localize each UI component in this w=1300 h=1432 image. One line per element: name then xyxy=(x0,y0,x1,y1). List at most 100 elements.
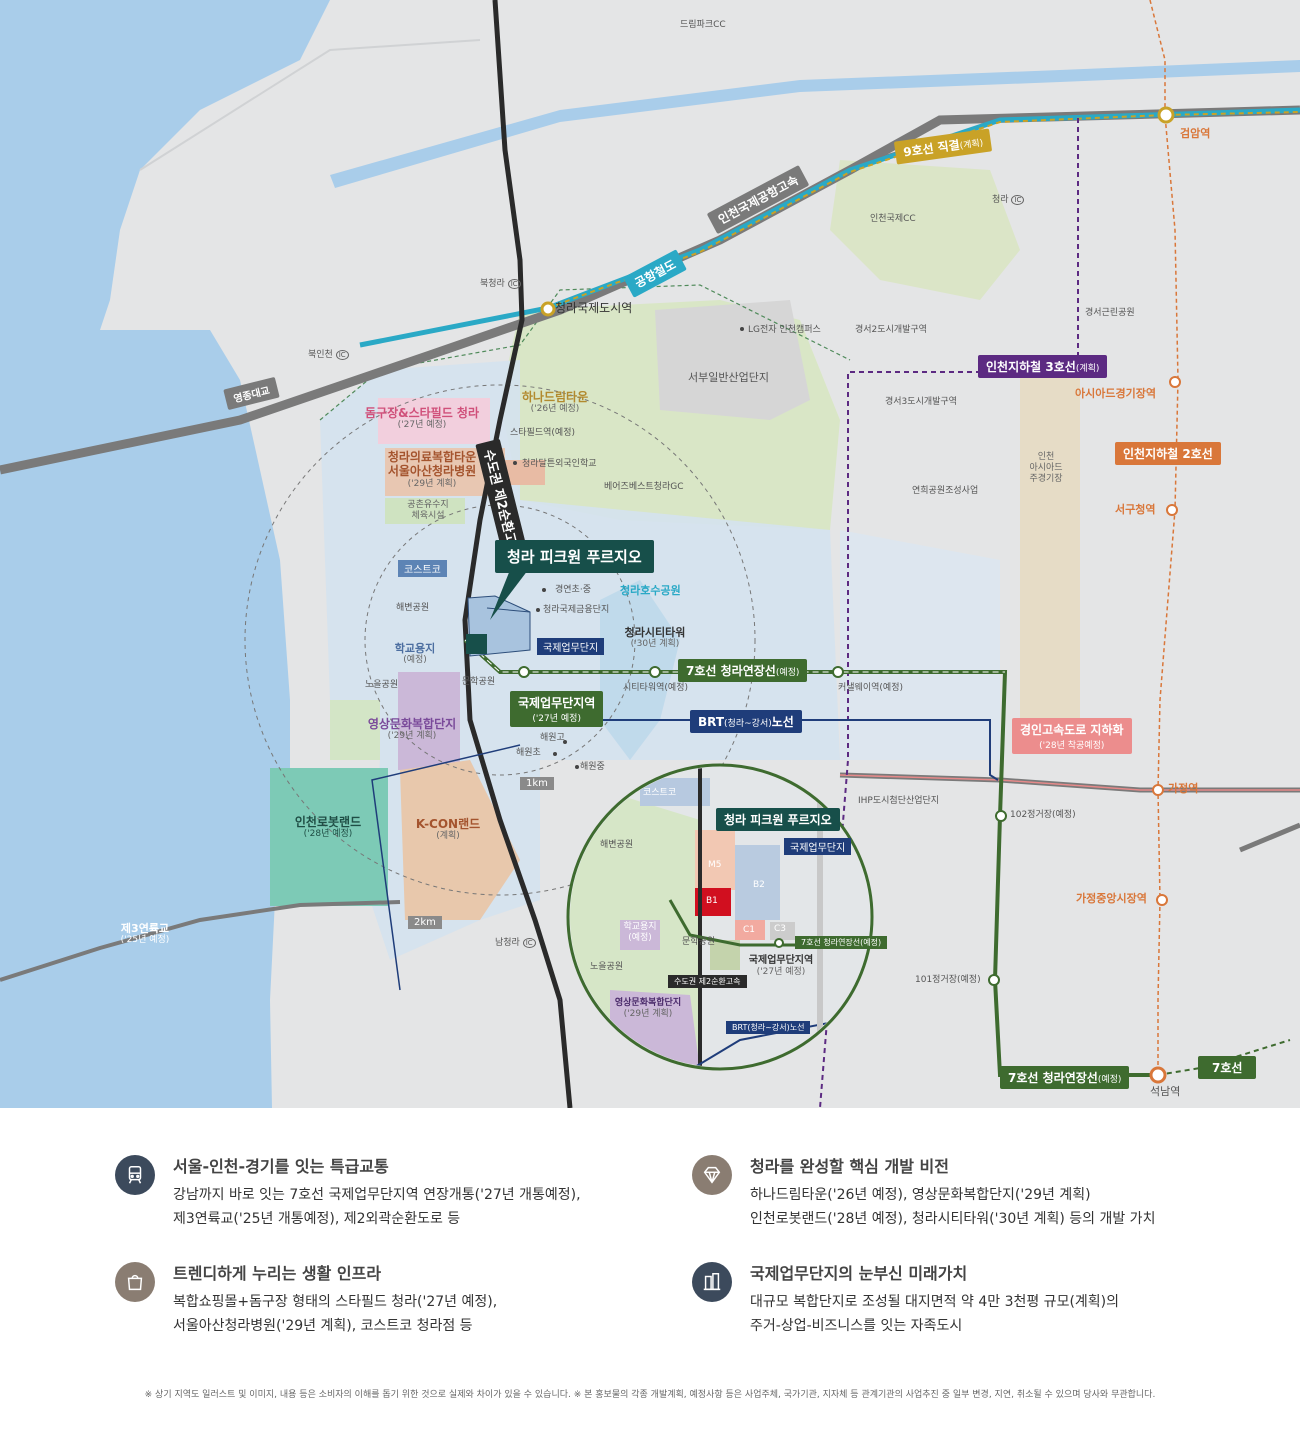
robot-land-label: 인천로봇랜드 ('28년 예정) xyxy=(295,815,361,840)
line7-extension-label-south: 7호선 청라연장선(예정) xyxy=(1000,1066,1130,1089)
nam-cheongna-ic-icon: IC xyxy=(522,938,536,948)
poi-dot xyxy=(563,740,567,744)
incheon-line3-note: (계획) xyxy=(1075,364,1100,374)
feature-title: 청라를 완성할 핵심 개발 비전 xyxy=(750,1157,949,1176)
feature-desc: 하나드림타운('26년 예정), 영상문화복합단지('29년 계획) 인천로봇랜드… xyxy=(750,1183,1155,1231)
incheon-cc-label: 인천국제CC xyxy=(870,214,916,224)
dreampark-cc-label: 드림파크CC xyxy=(680,20,726,30)
seongnam-station-label: 석남역 xyxy=(1150,1085,1181,1098)
inset-brt-label: BRT(청라~강서)노선 xyxy=(726,1021,811,1034)
gyeongyeon-school-label: 경연초·중 xyxy=(555,585,591,595)
media-complex-label: 영상문화복합단지 ('29년 계획) xyxy=(368,717,456,742)
gyeongseo-park-label: 경서근린공원 xyxy=(1085,308,1135,318)
ring-road xyxy=(462,0,573,1108)
city-tower-note: ('30년 계획) xyxy=(630,639,680,650)
kcon-land-label: K-CON랜드 (계획) xyxy=(416,817,480,842)
disclaimer: ※ 상기 지역도 일러스트 및 이미지, 내용 등은 소비자의 이해를 돕기 위… xyxy=(144,1390,1156,1400)
biz-district-station-note: ('27년 예정) xyxy=(532,714,581,724)
oil-reserve-name-2: 체육시설 xyxy=(411,510,445,521)
radius-2km-label: 2km xyxy=(408,916,442,929)
inset-project-callout: 청라 피크원 푸르지오 xyxy=(716,808,840,831)
poi-dot xyxy=(575,765,579,769)
starfield-station-label: 스타필드역(예정) xyxy=(510,428,575,438)
robot-land-zone xyxy=(270,768,388,906)
poi-dot xyxy=(740,327,744,331)
stadium-starfield-note: ('27년 예정) xyxy=(397,420,447,431)
geomam-station-label: 검암역 xyxy=(1180,127,1211,140)
hana-dream-town-note: ('26년 예정) xyxy=(530,404,580,415)
asiad-stadium-line-2: 아시아드 xyxy=(1029,462,1063,473)
inset-munhak-park-label: 문학공원 xyxy=(682,937,716,947)
lg-campus-label: LG전자 인천캠퍼스 xyxy=(748,325,821,335)
hana-dream-town-name: 하나드림타운 xyxy=(521,390,589,404)
school-site-label: 학교용지 (예정) xyxy=(395,642,435,666)
feature-line: 강남까지 바로 잇는 7호선 국제업무단지역 연장개통('27년 개통예정), xyxy=(173,1187,581,1203)
gyeongseo3-label: 경서3도시개발구역 xyxy=(885,397,957,407)
line7-extension-note: (예정) xyxy=(775,668,800,678)
stadium-starfield-name: 돔구장&스타필드 청라 xyxy=(364,406,480,420)
haewon-middle-label: 해원중 xyxy=(580,762,605,772)
third-bridge-note: ('25년 예정) xyxy=(120,935,170,946)
biz-complex-chip: 국제업무단지 xyxy=(537,638,605,655)
diamond-icon xyxy=(692,1155,732,1195)
third-bridge-label: 제3연륙교 ('25년 예정) xyxy=(121,922,170,946)
inset-media-complex-note: ('29년 계획) xyxy=(623,1008,673,1019)
line7-extension-note-south: (예정) xyxy=(1097,1075,1122,1085)
feature-line: 하나드림타운('26년 예정), 영상문화복합단지('29년 계획) xyxy=(750,1187,1091,1203)
cheongna-ic-name: 청라 xyxy=(992,195,1009,205)
inset-costco-label: 코스트코 xyxy=(643,788,677,798)
inset-school-site-1: 학교용지 xyxy=(623,922,657,932)
medical-complex-name-1: 청라의료복합타운 xyxy=(387,450,477,464)
feature-line: 서울아산청라병원('29년 계획), 코스트코 청라점 등 xyxy=(173,1318,473,1334)
asiad-stadium-line-1: 인천 xyxy=(1037,452,1055,462)
gajeong-market-station-label: 가정중앙시장역 xyxy=(1076,892,1147,905)
poi-dot xyxy=(553,752,557,756)
school-site-note: (예정) xyxy=(403,655,427,666)
poi-dot xyxy=(513,461,517,465)
jeonggeo-102-label: 102정거장(예정) xyxy=(1010,810,1076,820)
inset-lot-m5: M5 xyxy=(708,860,722,870)
feature-line: 인천로봇랜드('28년 예정), 청라시티타워('30년 계획) 등의 개발 가… xyxy=(750,1211,1156,1227)
jeonggeo-101-label: 101정거장(예정) xyxy=(915,975,981,985)
city-tower-name: 청라시티타워 xyxy=(624,626,686,639)
biz-district-station-name: 국제업무단지역 xyxy=(518,696,596,710)
inset-station-name: 국제업무단지역 xyxy=(748,955,814,966)
cheongna-ic-label: 청라 IC xyxy=(992,195,1025,205)
area-map: 인천국제공항고속 9호선 직결(계획) 공항철도 영종대교 수도권 제2순환고속… xyxy=(0,0,1300,1108)
city-tower-station-label: 시티타워역(예정) xyxy=(623,683,688,693)
biz-district-station-tag: 국제업무단지역 ('27년 예정) xyxy=(510,691,604,727)
shopping-bag-icon xyxy=(115,1262,155,1302)
kcon-land-note: (계획) xyxy=(436,831,460,842)
hana-dream-town-label: 하나드림타운 ('26년 예정) xyxy=(522,390,588,415)
buk-cheongna-ic-name: 북청라 xyxy=(480,279,505,289)
medical-complex-name-2: 서울아산청라병원 xyxy=(387,464,477,479)
inset-line7-label: 7호선 청라연장선(예정) xyxy=(795,936,888,949)
feature-title: 서울-인천-경기를 잇는 특급교통 xyxy=(173,1157,389,1176)
line7-label: 7호선 xyxy=(1198,1056,1257,1079)
media-complex-name: 영상문화복합단지 xyxy=(367,717,457,731)
feature-line: 주거-상업-비즈니스를 잇는 자족도시 xyxy=(750,1318,963,1334)
inset-station-note: ('27년 예정) xyxy=(756,967,806,977)
yeonhui-park-label: 연희공원조성사업 xyxy=(912,486,979,496)
inset-lot-b1: B1 xyxy=(706,896,718,906)
project-callout: 청라 피크원 푸르지오 xyxy=(495,540,654,573)
school-site-name: 학교용지 xyxy=(394,642,436,655)
bukincheon-ic-name: 북인천 xyxy=(308,350,333,360)
haewon-high-label: 해원고 xyxy=(540,733,565,743)
feature-panel: 서울-인천-경기를 잇는 특급교통 강남까지 바로 잇는 7호선 국제업무단지역… xyxy=(0,1108,1300,1432)
oil-reserve-label: 공촌유수지 체육시설 xyxy=(407,500,448,522)
buk-cheongna-ic-label: 북청라 IC xyxy=(480,279,521,289)
poi-dot xyxy=(542,588,546,592)
medical-complex-note: ('29년 계획) xyxy=(407,478,457,489)
inset-lot-b2: B2 xyxy=(753,880,765,890)
line9-note: (계획) xyxy=(959,138,984,152)
line7-extension-name: 7호선 청라연장선 xyxy=(686,664,776,678)
river xyxy=(330,60,1300,188)
canal-way-station-label: 커낼웨이역(예정) xyxy=(838,683,903,693)
gyeongin-underground-note: ('28년 착공예정) xyxy=(1039,741,1105,751)
brt-prefix: BRT xyxy=(698,715,725,729)
gajeong-station-label: 가정역 xyxy=(1168,782,1199,795)
oil-reserve-name-1: 공촌유수지 xyxy=(407,500,449,510)
incheon-line3-label: 인천지하철 3호선(계획) xyxy=(978,355,1108,378)
